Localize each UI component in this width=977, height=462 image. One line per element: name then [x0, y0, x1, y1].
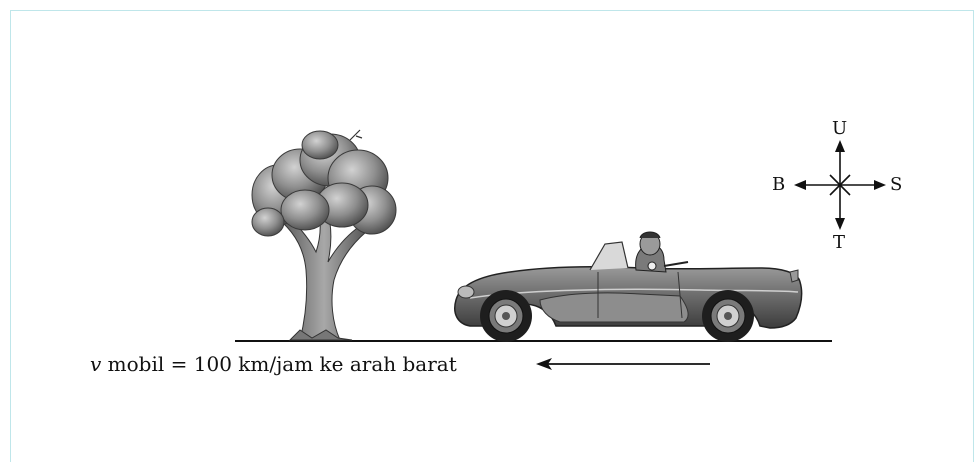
velocity-text: mobil = 100 km/jam ke arah barat	[101, 352, 457, 376]
compass-rose-icon	[794, 140, 886, 230]
velocity-symbol: v	[90, 352, 102, 376]
compass-east-label: S	[890, 174, 903, 195]
rear-wheel-icon	[702, 290, 754, 342]
figure-frame	[10, 10, 974, 462]
compass-west-label: B	[772, 174, 786, 195]
front-wheel-icon	[480, 290, 532, 342]
velocity-caption: v mobil = 100 km/jam ke arah barat	[90, 352, 457, 376]
tree-icon	[251, 129, 397, 341]
compass-north-label: U	[832, 118, 848, 139]
compass-south-label: T	[833, 232, 846, 253]
direction-arrow-icon	[536, 358, 710, 370]
driver-icon	[635, 231, 689, 273]
